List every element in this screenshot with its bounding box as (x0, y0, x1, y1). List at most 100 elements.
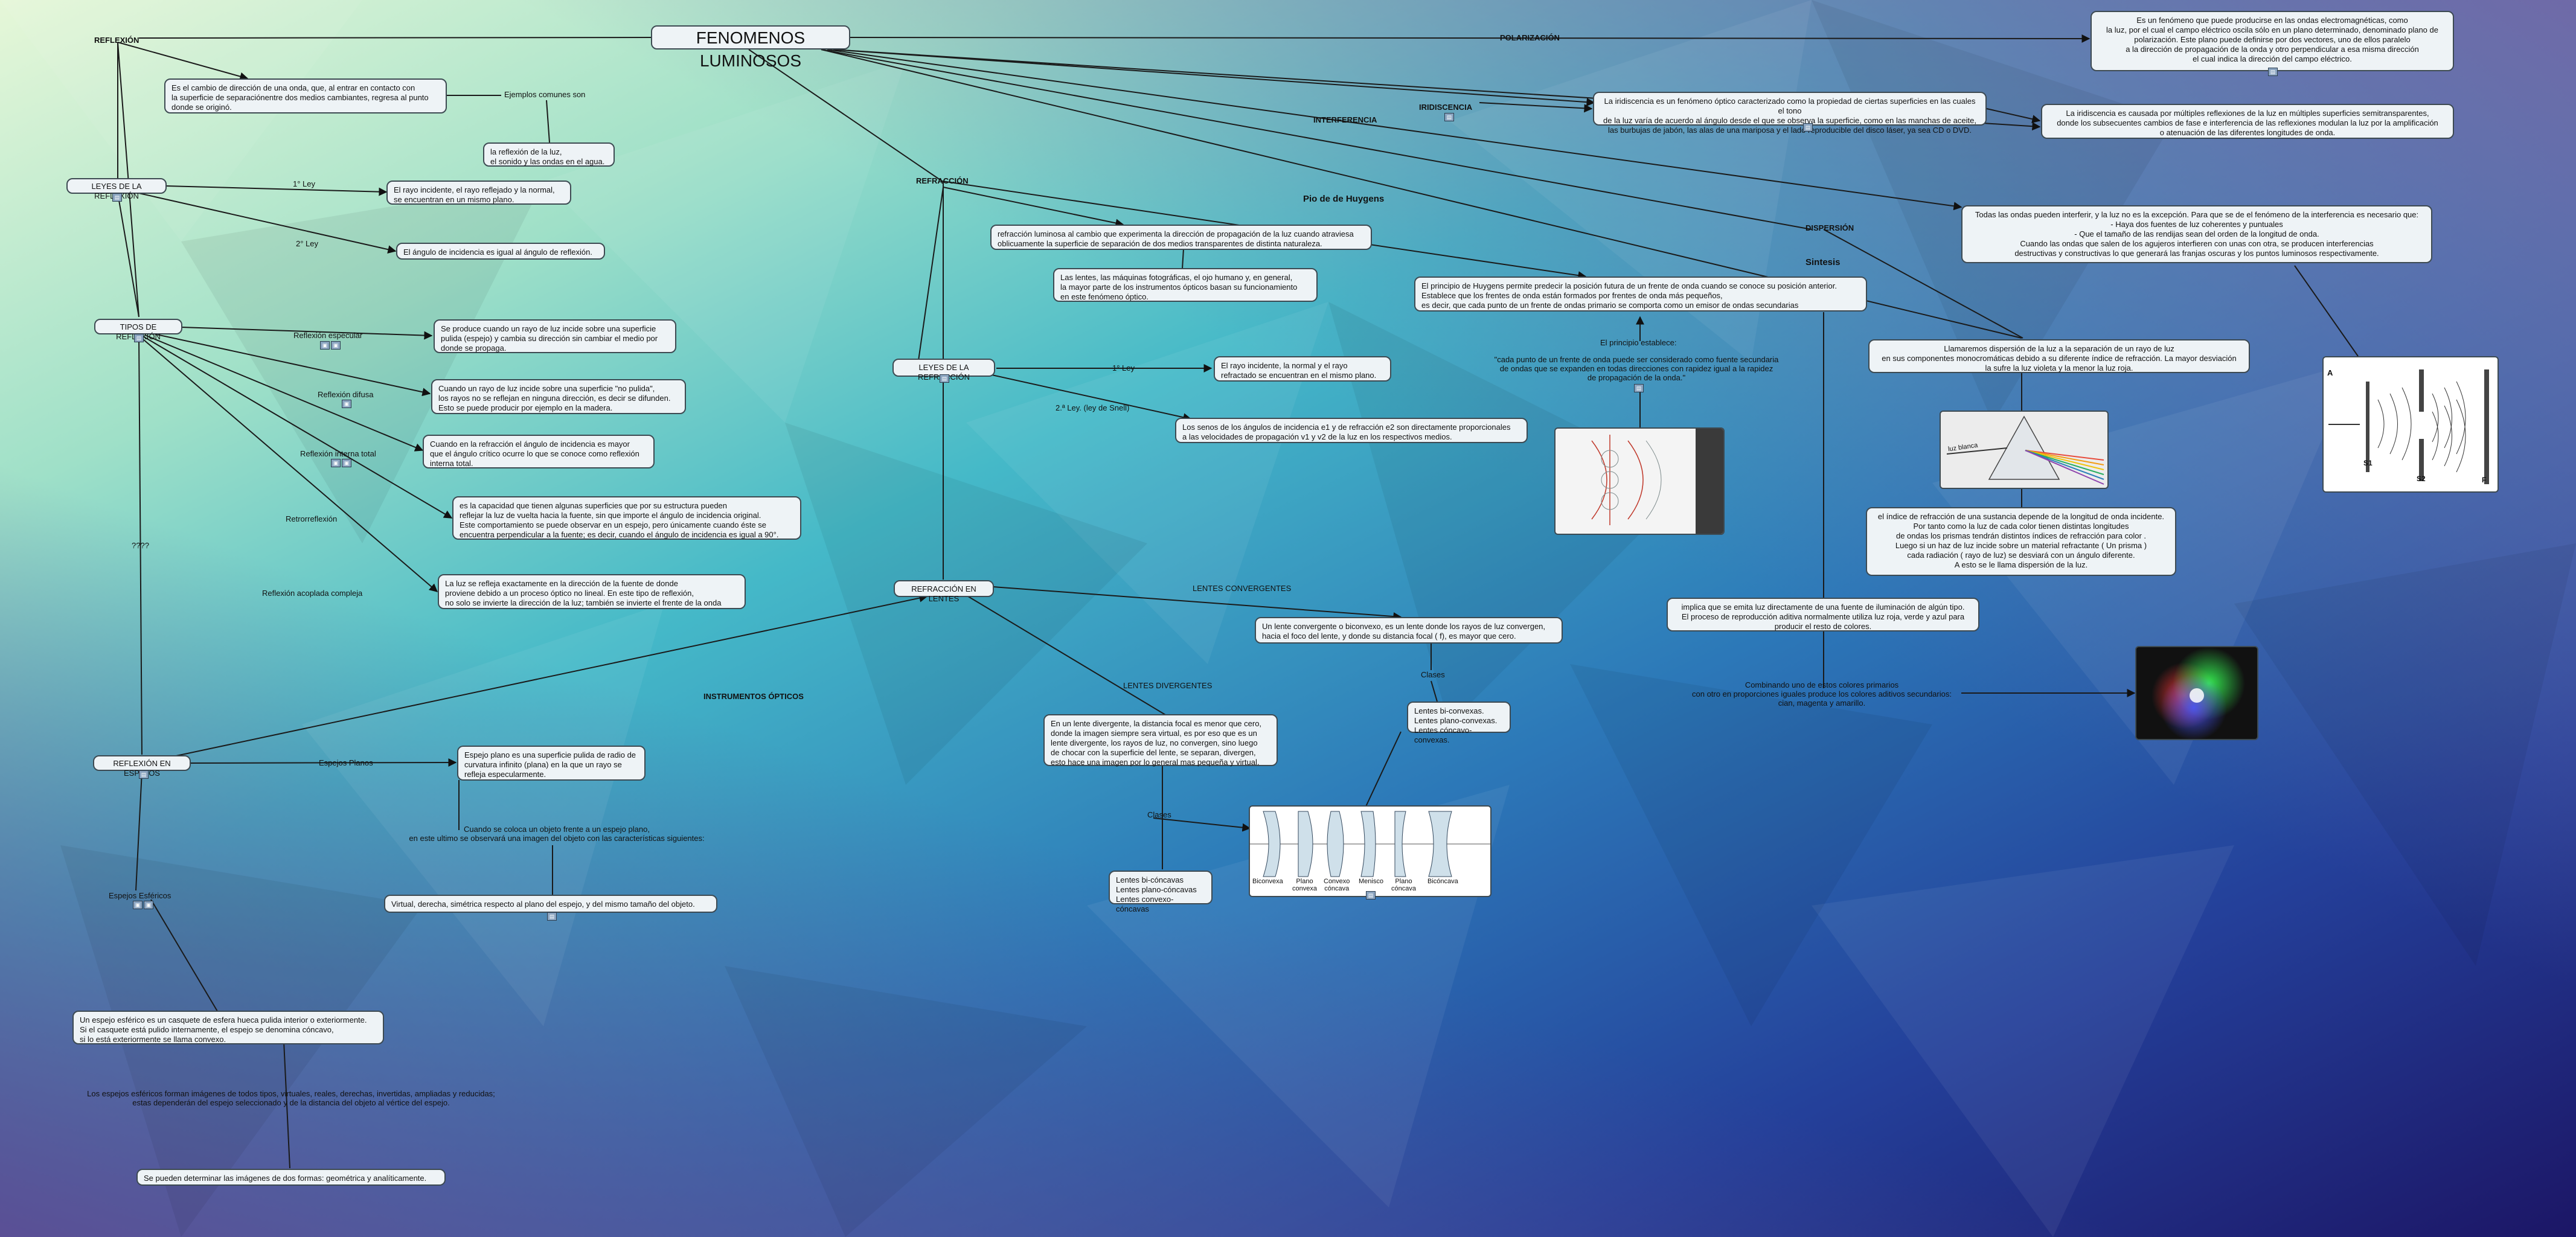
convergentes-node[interactable]: Un lente convergente o biconvexo, es un … (1255, 617, 1563, 644)
reflexion-definition[interactable]: Es el cambio de dirección de una onda, q… (164, 78, 447, 113)
conv-clases-node[interactable]: Lentes bi-convexas. Lentes plano-convexa… (1407, 702, 1511, 733)
ejemplos-node[interactable]: la reflexión de la luz, el sonido y las … (483, 142, 615, 167)
sintesis-node[interactable]: implica que se emita luz directamente de… (1667, 598, 1979, 631)
lens-name: Plano convexa (1292, 878, 1317, 892)
acoplada-label: Reflexión acoplada compleja (262, 589, 362, 598)
question-label: ???? (132, 541, 149, 550)
formas-node[interactable]: Se pueden determinar las imágenes de dos… (136, 1169, 446, 1186)
refraccion-lentes-title[interactable]: REFRACCIÓN EN LENTES (894, 580, 994, 597)
imagenes-label: Los espejos esféricos forman imágenes de… (74, 1089, 508, 1107)
slit-f-label: F (2482, 476, 2486, 485)
especular-node[interactable]: Se produce cuando un rayo de luz incide … (434, 319, 676, 353)
note-icon: ▤ (112, 193, 122, 202)
reflexion-ley1[interactable]: El rayo incidente, el rayo reflejado y l… (386, 181, 571, 205)
div-clases-label: Clases (1147, 810, 1171, 819)
slit-s2-label: S2 (2417, 475, 2426, 484)
convergentes-label: LENTES CONVERGENTES (1193, 584, 1291, 593)
establece-label: El principio establece: (1600, 338, 1676, 347)
divergentes-label: LENTES DIVERGENTES (1123, 681, 1212, 690)
slit-s1-label: S1 (2363, 459, 2373, 468)
note-icon: ▤ (1803, 123, 1813, 132)
slit-a-label: A (2327, 368, 2333, 377)
note-icon: ▤ (1634, 384, 1644, 392)
note-icon: ▤ (2268, 68, 2278, 76)
huygens-wavefront-diagram (1556, 429, 1723, 534)
interferencia-node[interactable]: Todas las ondas pueden interferir, y la … (1961, 205, 2432, 263)
note-icon: ▤ (1366, 891, 1376, 900)
dispersion-node[interactable]: Llamaremos dispersión de la luz a la sep… (1868, 339, 2250, 373)
image-icon: ▣ (133, 901, 143, 909)
refr-ley2-label: 2.ª Ley. (ley de Snell) (1056, 403, 1129, 412)
lens-name: Menisco (1359, 878, 1383, 885)
difusa-label: Reflexión difusa (318, 390, 374, 399)
retro-label: Retrorreflexión (286, 514, 337, 523)
branch-refraccion[interactable]: REFRACCIÓN (916, 176, 969, 185)
refr-ley1-node[interactable]: El rayo incidente, la normal y el rayo r… (1214, 356, 1391, 382)
retro-node[interactable]: es la capacidad que tienen algunas super… (452, 496, 801, 540)
branch-interferencia[interactable]: INTERFERENCIA (1313, 115, 1377, 124)
branch-instrumentos[interactable]: INSTRUMENTOS ÓPTICOS (703, 692, 804, 701)
iridiscencia-causa-node[interactable]: La iridiscencia es causada por múltiples… (2041, 104, 2454, 139)
branch-reflexion[interactable]: REFLEXIÓN (94, 36, 139, 45)
branch-dispersion[interactable]: DISPERSIÓN (1805, 223, 1854, 232)
image-icon: ▣ (320, 341, 330, 350)
huygens-node[interactable]: El principio de Huygens permite predecir… (1414, 276, 1867, 312)
lens-name: Convexo cóncava (1324, 878, 1350, 892)
leyes-reflexion-node[interactable]: LEYES DE LA REFLEXIÓN (66, 178, 167, 194)
objeto-label: Cuando se coloca un objeto frente a un e… (394, 825, 720, 843)
esfericos-label: Espejos Esféricos (109, 891, 171, 900)
div-clases-node[interactable]: Lentes bi-cóncavas Lentes plano-cóncavas… (1109, 871, 1213, 904)
tipos-reflexion-node[interactable]: TIPOS DE REFLEXIÓN (94, 319, 182, 334)
espejos-node[interactable]: REFLEXIÓN EN ESPEJOS (93, 755, 191, 771)
branch-polarizacion[interactable]: POLARIZACIÓN (1500, 33, 1560, 42)
refraccion-lentes-node[interactable]: Las lentes, las máquinas fotográficas, e… (1053, 268, 1318, 302)
huygens-quote: "cada punto de un frente de onda puede s… (1485, 355, 1787, 382)
ley1-label: 1° Ley (293, 179, 315, 188)
polarizacion-node[interactable]: Es un fenómeno que puede producirse en l… (2091, 11, 2454, 71)
refr-ley1-label: 1° Ley (1112, 363, 1135, 372)
reflexion-ley2[interactable]: El ángulo de incidencia es igual al ángu… (396, 243, 605, 260)
esfericos-node[interactable]: Un espejo esférico es un casquete de esf… (72, 1011, 384, 1044)
virtual-node[interactable]: Virtual, derecha, simétrica respecto al … (384, 895, 717, 913)
main-title[interactable]: FENOMENOS LUMINOSOS (651, 25, 850, 50)
image-icon: ▣ (144, 901, 153, 909)
planos-node[interactable]: Espejo plano es una superficie pulida de… (457, 746, 646, 781)
image-icon: ▣ (342, 400, 351, 408)
interference-image: A S1 S2 F (2322, 356, 2499, 493)
lens-name: Bicóncava (1427, 878, 1458, 885)
rgb-light-circles (2136, 647, 2257, 739)
huygens-title[interactable]: Pio de de Huygens (1303, 194, 1384, 203)
refraccion-definition[interactable]: refracción luminosa al cambio que experi… (990, 225, 1372, 250)
iridiscencia-node[interactable]: La iridiscencia es un fenómeno óptico ca… (1593, 92, 1987, 126)
note-icon: ▤ (134, 334, 144, 342)
lens-name: Plano cóncava (1391, 878, 1416, 892)
combinando-label: Combinando uno de estos colores primario… (1680, 680, 1964, 708)
difusa-node[interactable]: Cuando un rayo de luz incide sobre una s… (431, 379, 686, 414)
total-label: Reflexión interna total (300, 449, 376, 458)
note-icon: ▤ (139, 770, 149, 779)
note-icon: ▤ (940, 374, 949, 383)
huygens-image (1554, 427, 1725, 535)
note-icon: ▤ (1444, 113, 1454, 121)
sintesis-label[interactable]: Sintesis (1805, 258, 1841, 267)
refr-ley2-node[interactable]: Los senos de los ángulos de incidencia e… (1175, 418, 1528, 443)
double-slit-diagram (2324, 357, 2498, 491)
image-icon: ▣ (331, 459, 341, 467)
image-icon: ▣ (342, 459, 351, 467)
image-icon: ▣ (331, 341, 341, 350)
ejemplos-label: Ejemplos comunes son (504, 90, 585, 99)
prism-image: luz blanca (1940, 411, 2109, 489)
lens-name: Biconvexa (1252, 878, 1283, 885)
conv-clases-label: Clases (1421, 670, 1445, 679)
note-icon: ▤ (547, 912, 557, 921)
rgb-image (2135, 646, 2258, 740)
branch-iridiscencia[interactable]: IRIDISCENCIA (1419, 103, 1472, 112)
lens-types-image: Biconvexa Plano convexa Convexo cóncava … (1249, 805, 1491, 897)
ley2-label: 2° Ley (296, 239, 318, 248)
total-node[interactable]: Cuando en la refracción el ángulo de inc… (423, 435, 655, 468)
divergentes-node[interactable]: En un lente divergente, la distancia foc… (1043, 714, 1278, 766)
especular-label: Reflexión especular (293, 331, 362, 340)
planos-label: Espejos Planos (319, 758, 373, 767)
indice-node[interactable]: el índice de refracción de una sustancia… (1866, 507, 2176, 576)
acoplada-node[interactable]: La luz se refleja exactamente en la dire… (438, 574, 746, 609)
